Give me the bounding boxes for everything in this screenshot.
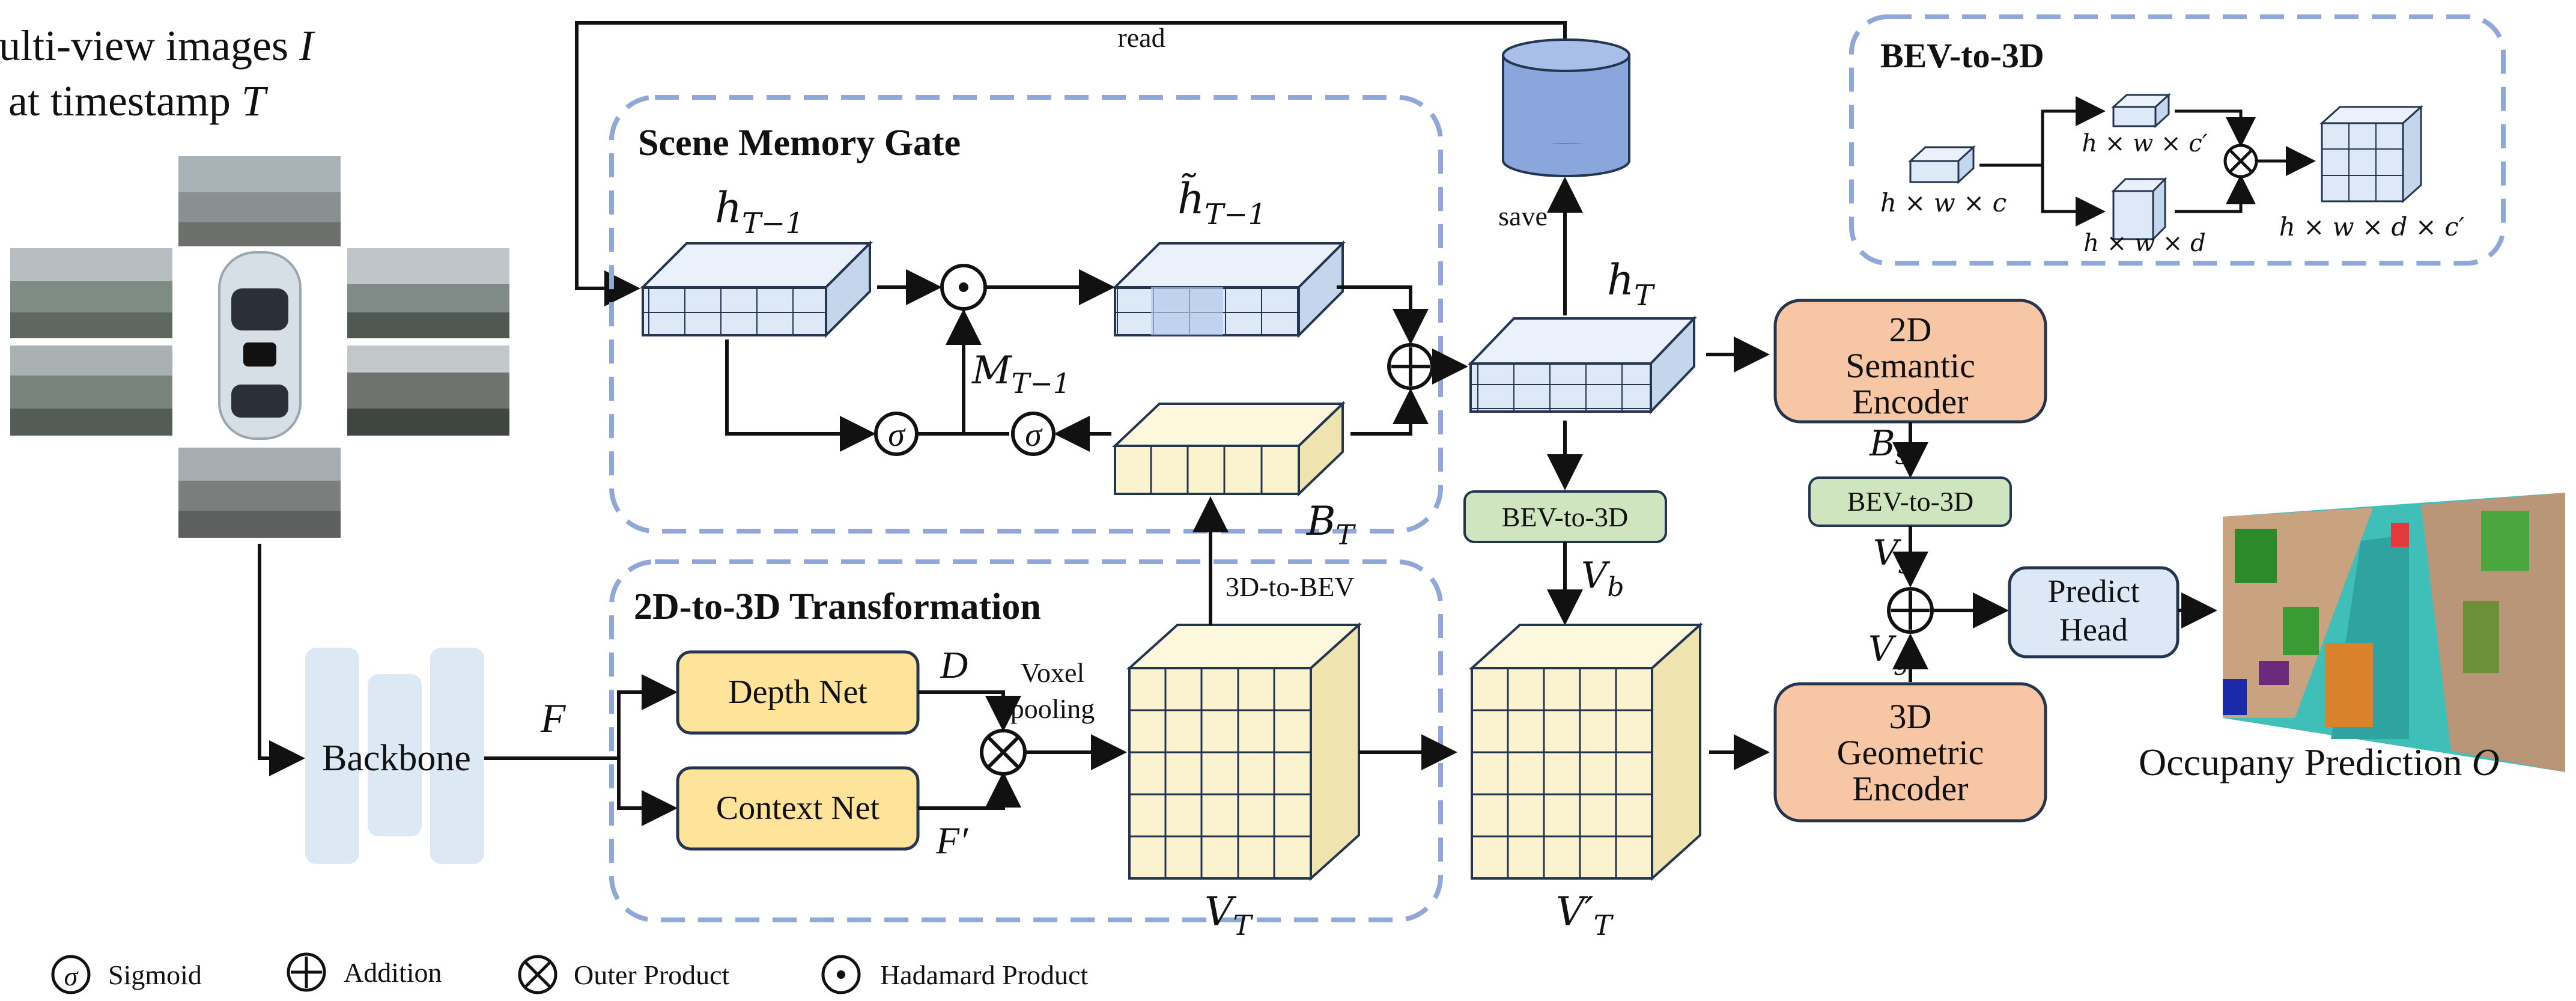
read-label: read <box>1117 22 1165 53</box>
svg-text:Multi-view images I: Multi-view images I <box>0 22 315 70</box>
h-tilde-bev-grid <box>1112 240 1346 338</box>
svg-text:Addition: Addition <box>344 957 442 988</box>
v-label: VT <box>1204 889 1254 942</box>
input-title: Multi-view images I at timestamp T <box>0 22 315 125</box>
svg-text:at timestamp T: at timestamp T <box>8 77 269 125</box>
memory-read-arrow <box>575 21 1567 306</box>
bs-label: Bs <box>1869 423 1908 470</box>
svg-text:BEV-to-3D: BEV-to-3D <box>1847 486 1973 517</box>
feature-F-label: F <box>540 695 567 741</box>
occupancy-prediction-image <box>2223 493 2565 772</box>
h-current-bev-grid <box>1468 315 1697 415</box>
svg-text:3D: 3D <box>1889 697 1932 736</box>
voxel-pooling-line1: Voxel <box>1021 657 1085 688</box>
vg-label: Vg <box>1868 628 1910 675</box>
v-prime-label: V′T <box>1556 889 1614 942</box>
refined-voxel-cube <box>1468 622 1704 881</box>
depth-D-label: D <box>940 644 968 686</box>
sigmoid-icon <box>51 955 91 994</box>
ego-car-icon <box>218 251 302 440</box>
panel-output-cube-icon <box>2319 105 2423 204</box>
svg-text:Sigmoid: Sigmoid <box>108 960 202 990</box>
svg-text:σ: σ <box>64 961 79 991</box>
h-current-label: hT <box>1607 255 1655 312</box>
scene-memory-gate-title: Scene Memory Gate <box>638 123 961 163</box>
voxel-pooling-line2: pooling <box>1010 693 1095 724</box>
svg-text:Outer Product: Outer Product <box>574 960 730 990</box>
legend: σ Sigmoid Addition Outer Product Hadamar… <box>51 952 1088 994</box>
h-prev-label: hT−1 <box>715 183 804 240</box>
svg-text:h × w × d × c′: h × w × d × c′ <box>2279 212 2465 242</box>
h-tilde-label: h̃T−1 <box>1177 174 1266 231</box>
panel-bottom-grid-icon <box>2111 177 2167 242</box>
svg-text:h × w × c′: h × w × c′ <box>2082 130 2207 157</box>
svg-text:Depth Net: Depth Net <box>728 674 867 711</box>
svg-text:Head: Head <box>2059 612 2128 648</box>
geometric-encoder-box <box>1773 682 2047 823</box>
context-F-prime-label: F′ <box>935 819 968 862</box>
svg-text:Geometric: Geometric <box>1837 733 1984 772</box>
vb-label: Vb <box>1581 555 1624 603</box>
svg-text:σ: σ <box>1025 416 1043 454</box>
memory-bank-cylinder-icon <box>1502 38 1630 177</box>
svg-text:h × w × d: h × w × d <box>2083 230 2206 257</box>
backbone: Backbone <box>305 648 484 864</box>
output-label: Occupany Prediction O <box>2139 741 2500 783</box>
svg-text:h × w × c: h × w × c <box>1880 188 2006 218</box>
backbone-label: Backbone <box>322 738 471 779</box>
voxel-volume-cube <box>1126 622 1362 881</box>
bev-to-3d-panel <box>1849 14 2506 266</box>
bev-to-3d-panel-title: BEV-to-3D <box>1880 36 2044 75</box>
b-bev-grid <box>1111 401 1346 497</box>
svg-text:Semantic: Semantic <box>1845 346 1975 385</box>
save-label: save <box>1498 201 1548 231</box>
panel-input-grid-icon <box>1908 145 1976 184</box>
svg-text:Hadamard Product: Hadamard Product <box>880 960 1088 990</box>
mask-label: MT−1 <box>971 348 1071 400</box>
sigmoid-op-icon-1 <box>874 412 919 456</box>
3d-to-bev-label: 3D-to-BEV <box>1226 571 1355 602</box>
svg-text:2D: 2D <box>1889 310 1932 349</box>
transform-title: 2D-to-3D Transformation <box>634 586 1041 627</box>
camera-images <box>10 156 509 538</box>
svg-text:Encoder: Encoder <box>1852 769 1968 808</box>
svg-text:σ: σ <box>888 416 906 454</box>
svg-text:Encoder: Encoder <box>1852 382 1968 421</box>
svg-text:Predict: Predict <box>2048 573 2140 609</box>
svg-text:Context Net: Context Net <box>716 790 880 827</box>
images-to-backbone-arrow <box>258 544 305 776</box>
panel-top-grid-icon <box>2111 93 2171 129</box>
b-label: BT <box>1306 498 1356 551</box>
vs-label: Vs <box>1873 532 1911 579</box>
scene-memory-gate-box <box>609 95 1443 534</box>
h-prev-bev-grid <box>640 240 873 338</box>
svg-text:BEV-to-3D: BEV-to-3D <box>1502 502 1628 532</box>
